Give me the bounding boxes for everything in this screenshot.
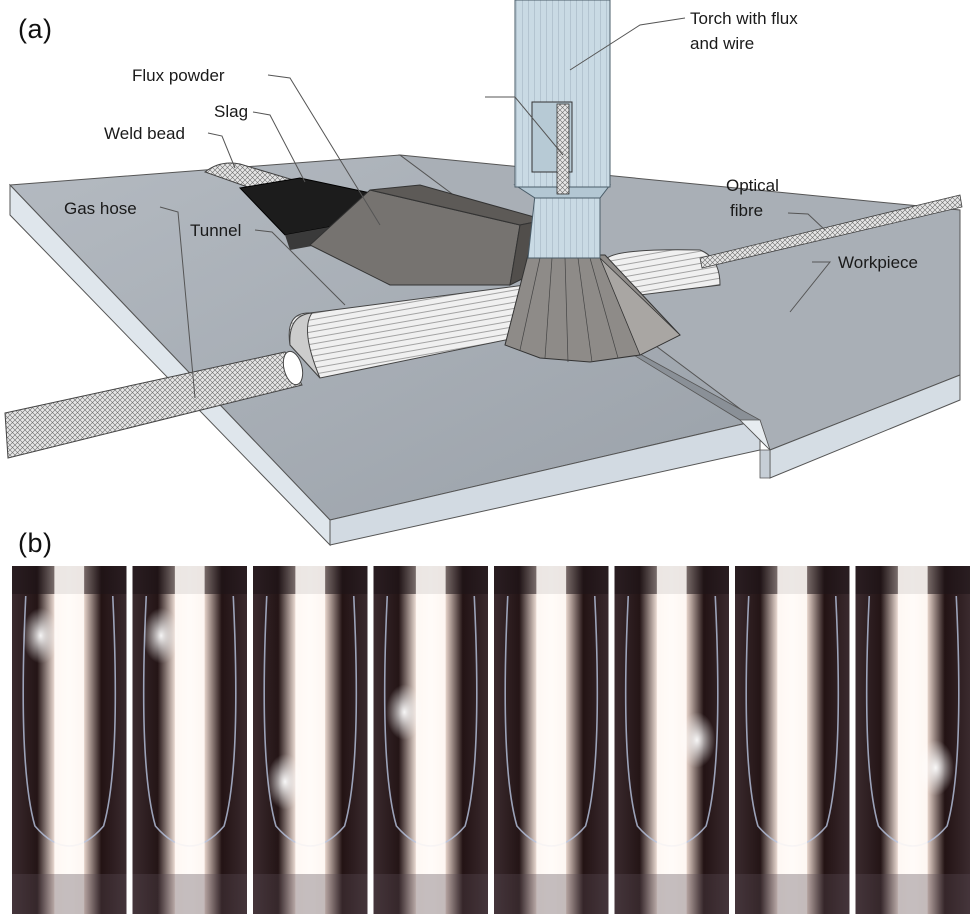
frame-7	[735, 566, 850, 914]
flux-powder-pile	[309, 184, 546, 286]
arc-flare	[22, 607, 59, 664]
callout-flux-powder: Flux powder	[132, 66, 225, 85]
leader-workpiece	[789, 261, 832, 313]
arc-column	[295, 566, 326, 914]
arc-flare	[142, 607, 180, 664]
arc-column	[54, 566, 85, 914]
arc-flare	[386, 684, 423, 740]
arc-flare	[266, 753, 304, 810]
leader-torch	[569, 17, 686, 71]
callout-optical-fibre: Optical fibre	[726, 173, 779, 223]
gas-hose	[4, 350, 304, 459]
frame-5	[494, 566, 609, 914]
panel-label-a: (a)	[18, 14, 53, 44]
frame-bottom	[494, 874, 609, 914]
torch	[504, 0, 681, 363]
arc-column	[415, 566, 446, 914]
frame-1	[12, 566, 127, 914]
callout-torch: Torch with flux and wire	[690, 6, 798, 56]
callout-torch-line1: Torch with flux	[690, 9, 798, 28]
callout-workpiece: Workpiece	[838, 253, 918, 272]
tunnel-pipe	[288, 249, 721, 379]
frame-bottom	[253, 874, 368, 914]
arc-column	[536, 566, 567, 914]
high-speed-frames	[12, 566, 970, 914]
frame-bottom	[373, 874, 488, 914]
callout-gas-hose: Gas hose	[64, 199, 137, 218]
leader-tunnel	[254, 229, 346, 306]
optical-fibre	[699, 194, 963, 269]
callout-weld-bead: Weld bead	[104, 124, 185, 143]
arc-flare	[678, 712, 716, 768]
frame-8	[855, 566, 970, 914]
arc-column	[897, 566, 928, 914]
arc-flare	[917, 740, 954, 796]
frame-bottom	[12, 874, 127, 914]
callout-optical-fibre-line2: fibre	[730, 201, 764, 220]
frame-2	[132, 566, 247, 914]
callout-torch-line2: and wire	[690, 34, 755, 53]
frame-3	[253, 566, 368, 914]
callout-optical-fibre-line1: Optical	[726, 176, 779, 195]
leader-weld-bead	[207, 132, 236, 169]
leader-optical-fibre	[787, 212, 826, 231]
leader-flux-powder	[267, 74, 381, 226]
leader-wire	[485, 96, 564, 156]
callout-tunnel: Tunnel	[190, 221, 242, 240]
leader-slag	[252, 111, 306, 183]
frame-bottom	[735, 874, 850, 914]
leader-gas-hose	[159, 206, 196, 399]
arc-column	[174, 566, 205, 914]
frame-6	[614, 566, 729, 914]
frame-4	[373, 566, 488, 914]
panel-label-b: (b)	[18, 528, 53, 558]
frame-bottom	[855, 874, 970, 914]
frame-bottom	[614, 874, 729, 914]
frame-bottom	[132, 874, 247, 914]
leader-lines	[159, 17, 832, 399]
arc-column	[777, 566, 808, 914]
callout-slag: Slag	[214, 102, 249, 121]
